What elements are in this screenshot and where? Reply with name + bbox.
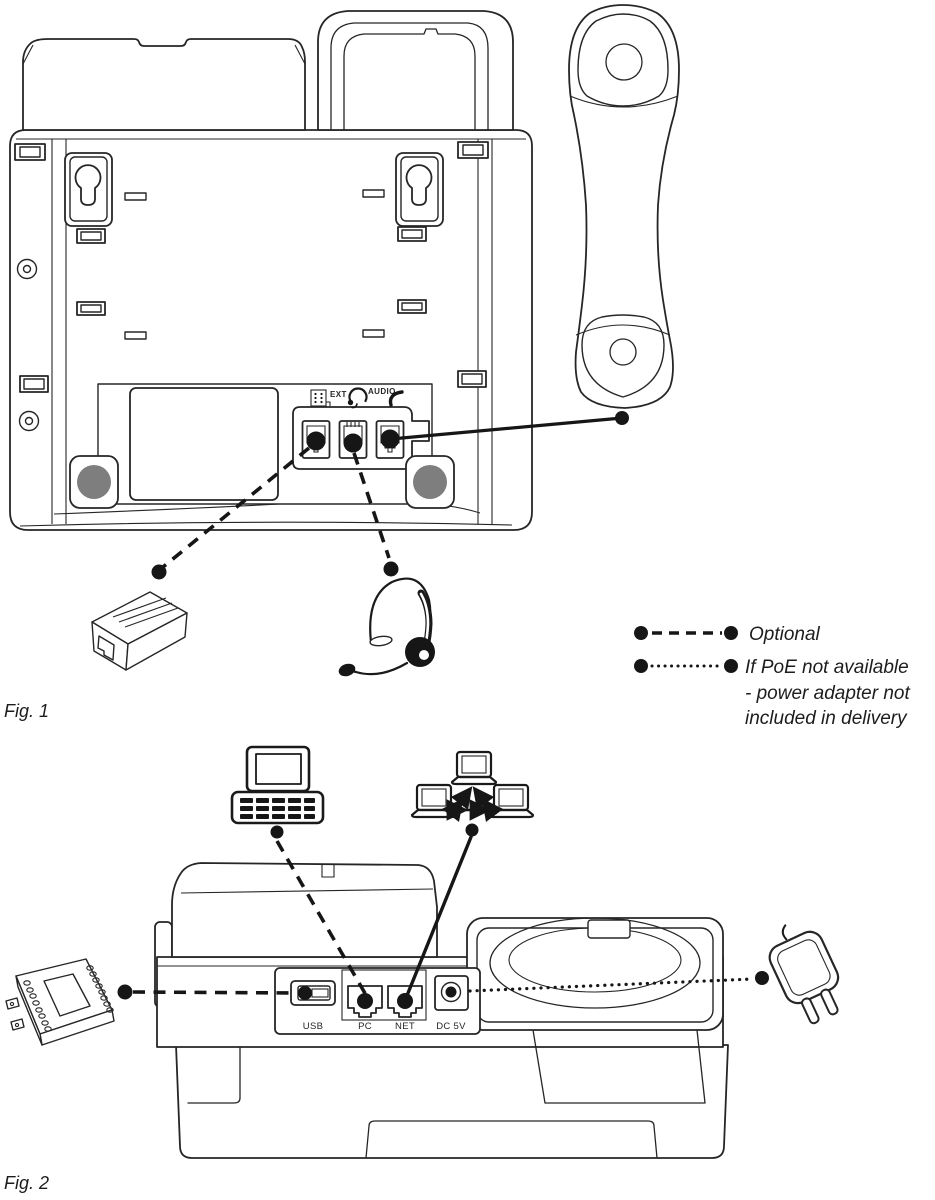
pc-plug-dot xyxy=(357,993,373,1009)
net-port xyxy=(387,985,423,1018)
network-to-net-line xyxy=(404,835,473,1000)
screw-holes xyxy=(16,258,40,432)
headset-accessory-icon xyxy=(338,577,435,677)
mounting-slots xyxy=(14,141,489,393)
power-adapter-icon xyxy=(768,924,840,1025)
pc-label: PC xyxy=(358,1021,372,1032)
fig1-illustration: EXT AUDIO xyxy=(4,4,910,729)
handset-line-endpoint xyxy=(615,411,629,425)
handset-icon xyxy=(388,390,404,407)
expansion-module-accessory-icon xyxy=(5,958,115,1046)
dc-plug-dot xyxy=(445,986,457,998)
network-icon xyxy=(410,750,535,822)
laptop-right xyxy=(487,783,535,819)
adapter-line-endpoint xyxy=(755,971,769,985)
ext-port xyxy=(301,420,331,459)
handset-cradle-cup xyxy=(466,917,724,1104)
headset-icon xyxy=(347,387,368,409)
keyhole-mount-left xyxy=(64,152,113,227)
computer-to-pc-line xyxy=(275,840,368,996)
dc-port xyxy=(434,975,469,1011)
usb-port xyxy=(290,980,336,1006)
legend-poe-line2: - power adapter not xyxy=(745,683,910,704)
legend-optional-label: Optional xyxy=(749,624,821,645)
ext-optional-line xyxy=(161,446,311,569)
legend-poe-line1: If PoE not available xyxy=(745,657,909,678)
fig1-caption: Fig. 1 xyxy=(4,701,49,721)
net-plug-dot xyxy=(397,993,413,1009)
headset-port xyxy=(338,420,368,459)
module-to-usb-line xyxy=(132,990,298,995)
desktop-computer-icon xyxy=(230,745,325,825)
adapter-box-icon xyxy=(91,591,188,671)
module-line-endpoint xyxy=(117,984,133,1000)
usb-label: USB xyxy=(303,1021,323,1032)
network-arrows xyxy=(441,786,504,822)
dc-to-adapter-line xyxy=(468,977,755,993)
port-captions: EXT AUDIO xyxy=(310,387,404,409)
laptop-top xyxy=(450,750,498,786)
connector-recess xyxy=(97,383,433,505)
legend-poe-line3: included in delivery xyxy=(745,708,908,729)
headset-optional-line xyxy=(352,452,391,559)
rear-connector-panel: USB PC NET DC 5V xyxy=(274,967,481,1035)
ext-line-endpoint xyxy=(151,564,167,580)
headset-plug-dot xyxy=(343,433,363,453)
fig2-caption: Fig. 2 xyxy=(4,1173,49,1193)
module-buttons xyxy=(23,965,114,1032)
audio-label: AUDIO xyxy=(368,387,396,396)
rubber-feet xyxy=(69,455,455,509)
legend: Optional If PoE not available - power ad… xyxy=(634,624,910,729)
handset-illustration xyxy=(568,4,680,409)
usb-plug-dot xyxy=(298,986,312,1000)
pc-port xyxy=(347,985,383,1018)
pc-line-endpoint xyxy=(270,825,284,839)
laptop-left xyxy=(410,783,458,819)
expansion-module-icon xyxy=(310,389,331,407)
ext-label: EXT xyxy=(330,390,347,399)
ext-plug-dot xyxy=(306,431,326,451)
net-label: NET xyxy=(395,1021,415,1032)
phone-bottom-view: EXT AUDIO xyxy=(9,10,533,531)
phone-rear-view: USB PC NET DC 5V xyxy=(154,862,729,1159)
handset-cord-line xyxy=(389,416,624,441)
headset-line-endpoint xyxy=(383,561,399,577)
keyhole-mount-right xyxy=(395,152,444,227)
fig2-illustration: USB PC NET DC 5V xyxy=(4,745,840,1193)
net-line-endpoint xyxy=(465,823,479,837)
keyboard-keys xyxy=(240,798,315,819)
dc-label: DC 5V xyxy=(436,1021,466,1032)
